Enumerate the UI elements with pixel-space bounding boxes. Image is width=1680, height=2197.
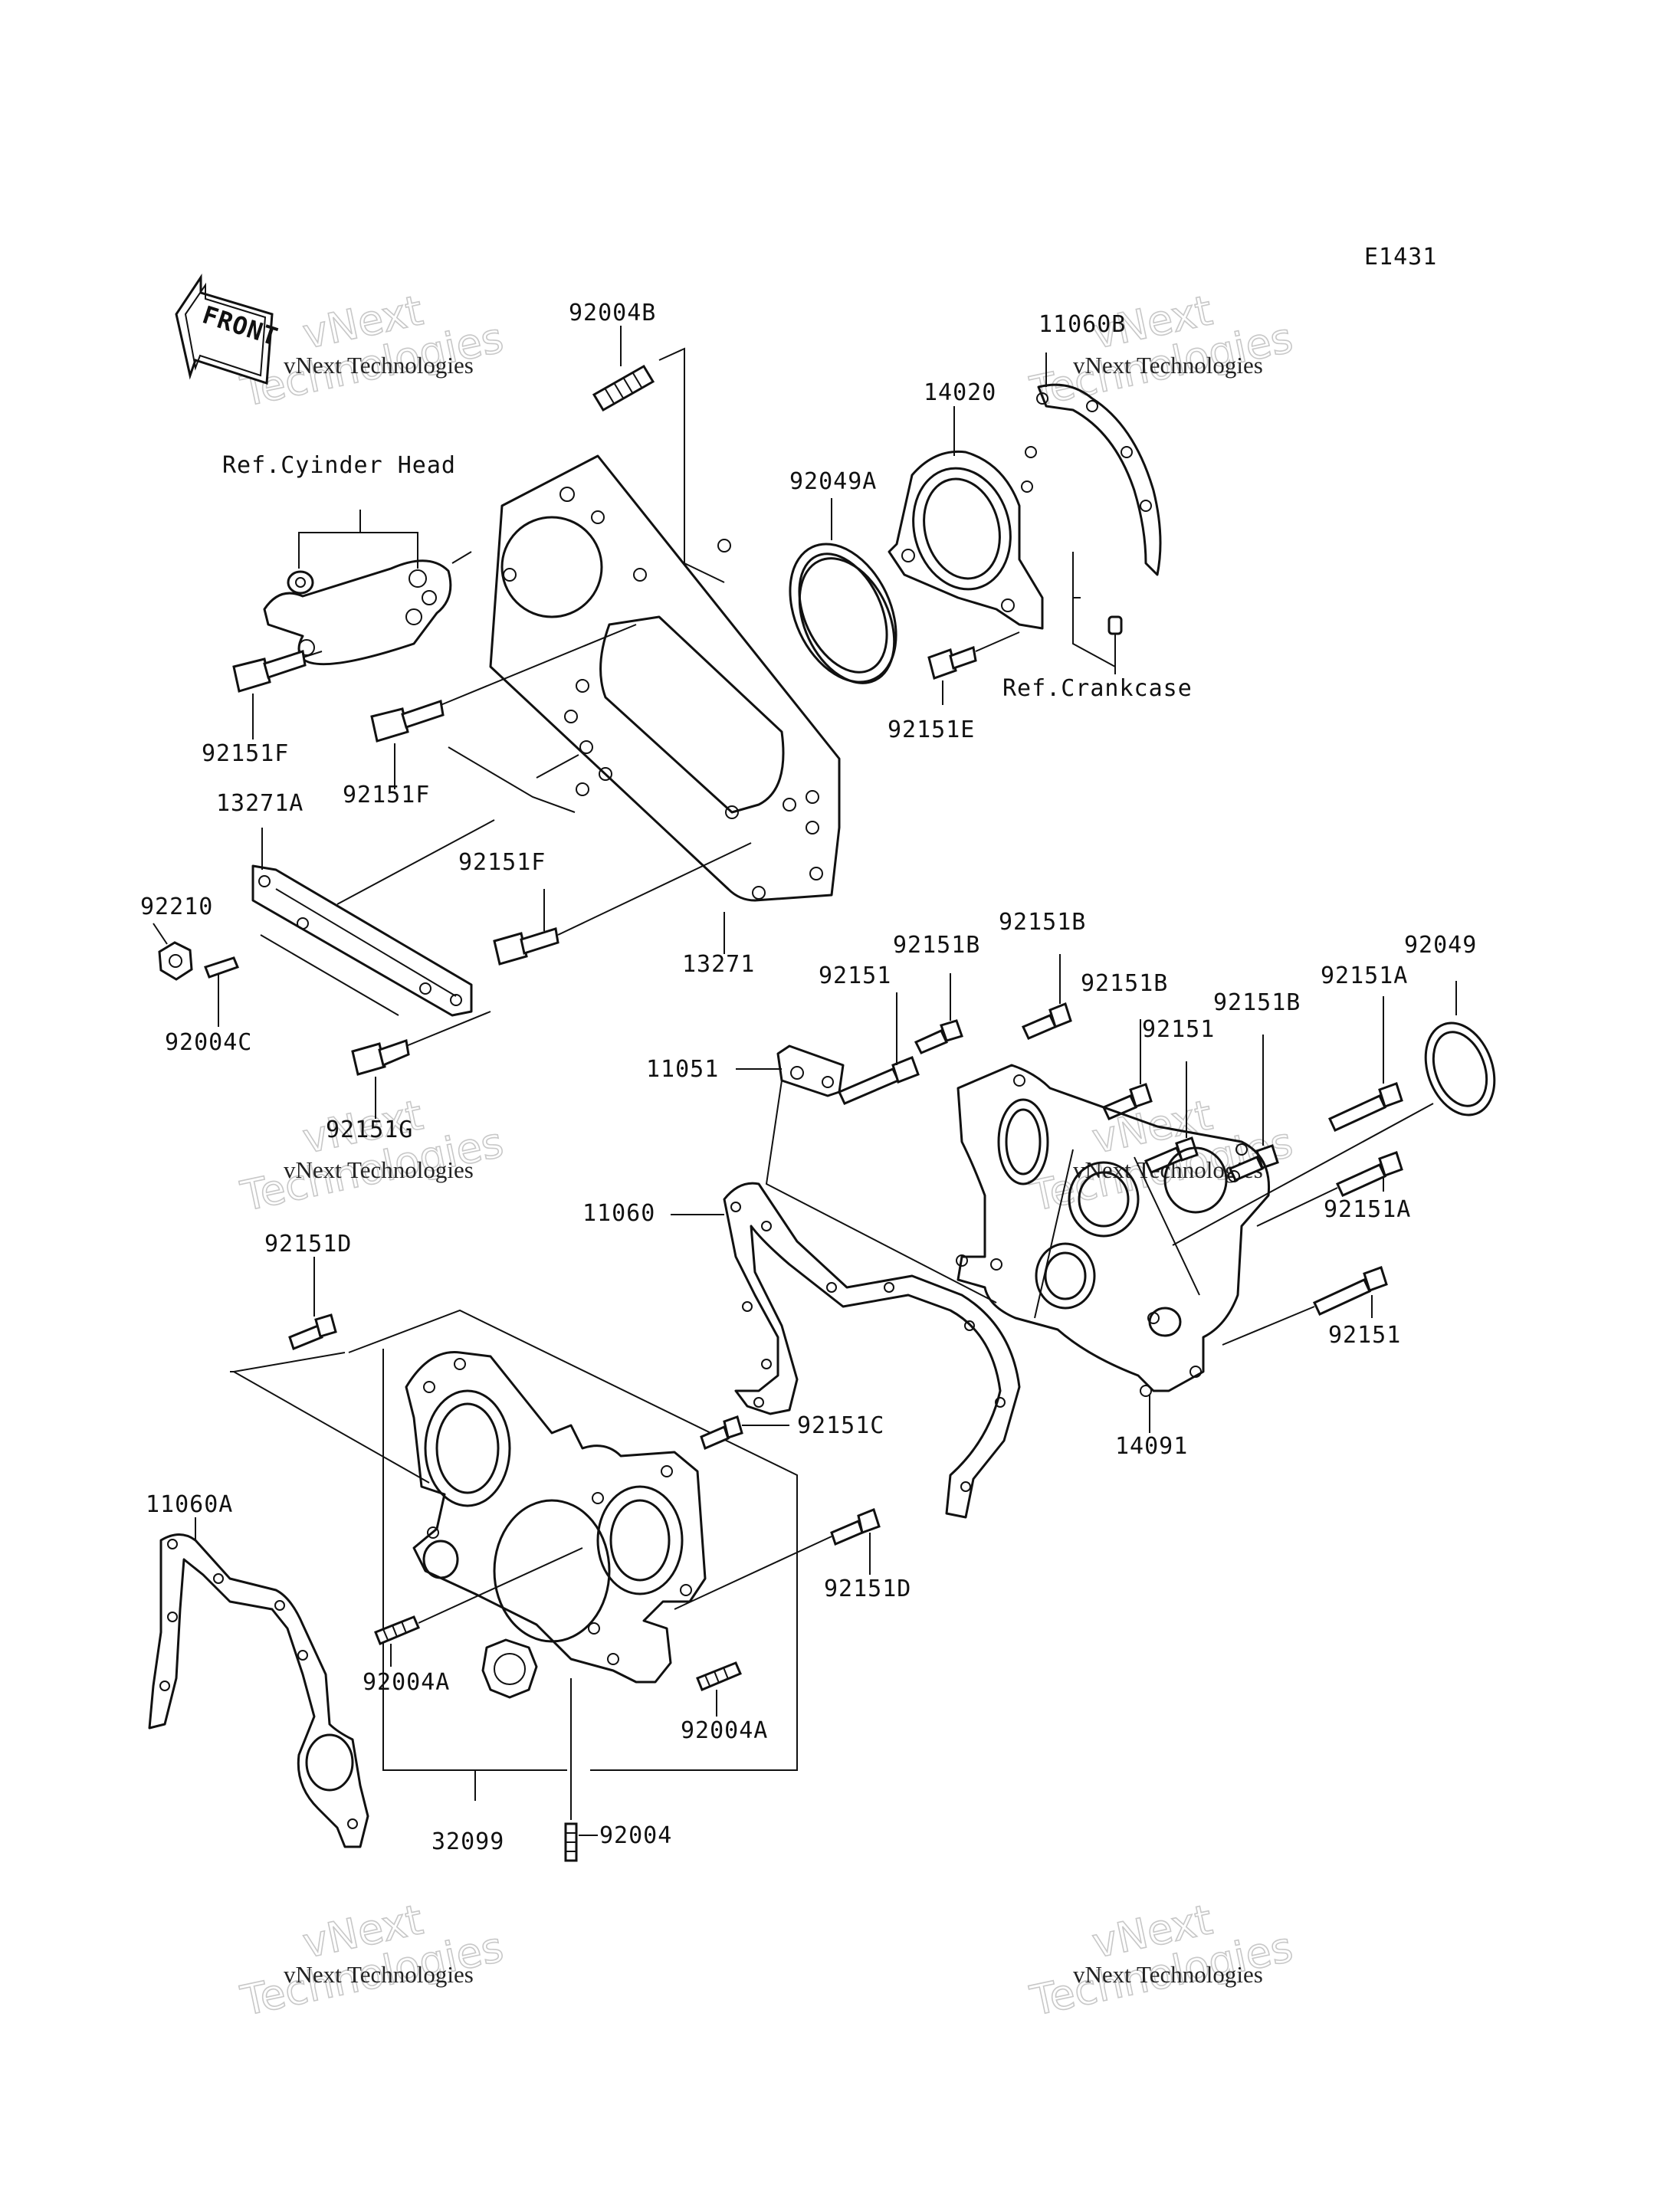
label-92151B-4: 92151B: [1213, 989, 1301, 1016]
oil-pump-rotor: [481, 1638, 538, 1699]
label-92151F-mid: 92151F: [343, 782, 430, 808]
housing-14020: [888, 450, 1044, 630]
seal-92049: [1172, 981, 1496, 1246]
leader-13271A: [260, 819, 495, 1016]
bolt-92151D-lower: [674, 1508, 881, 1610]
label-11060B: 11060B: [1039, 311, 1126, 338]
leader-11051: [736, 1068, 997, 1303]
stud-92004A-right: [696, 1661, 742, 1717]
watermark-bottom-right: vNext Technologies vNext Technologies: [1025, 1894, 1298, 2025]
leader-bracket-plate: [451, 551, 472, 564]
label-92004: 92004: [599, 1822, 672, 1849]
bolt-92151F-left: [232, 650, 323, 739]
label-92151D-top: 92151D: [264, 1231, 352, 1258]
watermark-top-right: vNext Technologies vNext Technologies: [1025, 285, 1298, 416]
label-13271A: 13271A: [216, 790, 304, 817]
label-92049A: 92049A: [789, 468, 877, 495]
label-92151G: 92151G: [326, 1117, 413, 1143]
label-92151D-lower: 92151D: [824, 1576, 911, 1602]
label-92004C: 92004C: [165, 1029, 252, 1056]
plate-13271: [489, 454, 841, 902]
label-92151A-1: 92151A: [1321, 962, 1408, 989]
stud-92004B: [592, 364, 655, 412]
bolt-92151F-lower: [493, 842, 752, 966]
watermark-top-left: vNext Technologies vNext Technologies: [236, 285, 508, 416]
leader-13271: [448, 746, 725, 954]
label-ref-cylinder-head: Ref.Cyinder Head: [222, 452, 456, 479]
label-92151E: 92151E: [888, 716, 975, 743]
bracket-13271A: [251, 864, 473, 1017]
label-92151F-left: 92151F: [202, 740, 289, 767]
label-92004B: 92004B: [569, 300, 656, 326]
label-14020: 14020: [924, 379, 996, 406]
watermark-bottom-left: vNext Technologies vNext Technologies: [236, 1894, 508, 2025]
label-92004A-right: 92004A: [681, 1717, 768, 1744]
bolt-92151D-top: [288, 1257, 337, 1350]
watermark-small: vNext Technologies: [284, 1156, 474, 1183]
label-92049: 92049: [1404, 932, 1477, 959]
label-13271: 13271: [682, 951, 755, 978]
leader-ref-cylinder-head: [298, 510, 418, 569]
watermark-small: vNext Technologies: [1073, 352, 1263, 379]
bolt-92151-lower: [1222, 1266, 1388, 1346]
seal-92049A: [789, 543, 897, 684]
label-92210: 92210: [140, 894, 213, 920]
leader-11060B: [1045, 353, 1116, 667]
label-92151-mid: 92151: [1142, 1016, 1215, 1043]
label-11060A: 11060A: [146, 1491, 233, 1518]
bolt-92151-upper: [837, 992, 920, 1105]
gasket-11060: [723, 1182, 1021, 1519]
label-92151-upper: 92151: [819, 962, 891, 989]
label-92151F-lower: 92151F: [458, 849, 546, 876]
bolt-92151A-1: [1328, 996, 1403, 1132]
leader-92004B: [620, 326, 725, 583]
label-11060: 11060: [582, 1200, 655, 1227]
bolt-92151F-mid: [370, 624, 637, 789]
bolt-92151G: [351, 1011, 491, 1119]
stud-92004C: [204, 956, 239, 1027]
bolt-92151B-1: [914, 973, 963, 1054]
stud-92004: [564, 1678, 598, 1862]
cover-32099: [405, 1351, 707, 1684]
stud-92004A-left: [374, 1547, 583, 1667]
label-92151-lower: 92151: [1328, 1322, 1401, 1349]
bolt-92151A-2: [1256, 1151, 1403, 1227]
bracket-11051: [776, 1044, 845, 1097]
watermark-small: vNext Technologies: [284, 352, 474, 379]
label-14091: 14091: [1115, 1433, 1188, 1460]
label-92151B-1: 92151B: [893, 932, 980, 959]
watermark-small: vNext Technologies: [1073, 1961, 1263, 1988]
label-92151B-2: 92151B: [999, 909, 1086, 936]
watermark-mid-left: vNext Technologies vNext Technologies: [236, 1090, 508, 1221]
bolt-92151C: [700, 1415, 789, 1451]
bolt-92151B-2: [1021, 954, 1072, 1040]
label-32099: 32099: [431, 1828, 504, 1855]
label-11051: 11051: [646, 1056, 719, 1083]
diagram-code: E1431: [1364, 244, 1437, 271]
cylinder-head-bracket: [263, 559, 452, 666]
leader-32099-frame: [230, 1309, 798, 1771]
cover-14091: [956, 1064, 1271, 1397]
gasket-11060A: [148, 1533, 369, 1848]
gasket-11060B: [1021, 383, 1162, 576]
bolt-92151B-3: [1101, 1019, 1153, 1120]
label-92151C: 92151C: [797, 1412, 884, 1439]
front-arrow-icon: FRONT: [175, 274, 282, 385]
label-92151A-2: 92151A: [1324, 1196, 1411, 1223]
bolt-92151E: [927, 631, 1020, 705]
watermark-small: vNext Technologies: [284, 1961, 474, 1988]
label-ref-crankcase: Ref.Crankcase: [1002, 675, 1193, 702]
dowel-crankcase: [1107, 615, 1123, 674]
label-92004A-left: 92004A: [363, 1669, 450, 1696]
nut-92210: [153, 923, 193, 981]
label-92151B-3: 92151B: [1081, 970, 1168, 997]
